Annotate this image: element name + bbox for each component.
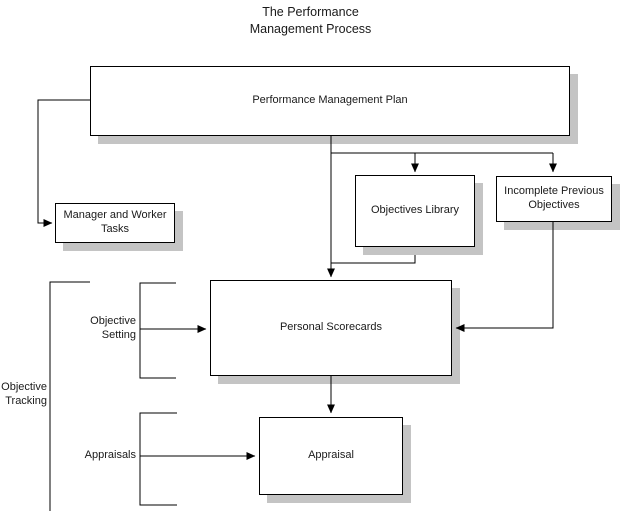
node-personal-scorecards-label: Personal Scorecards [279,321,383,334]
bracket-appraisals-label: Appraisals [84,449,136,461]
node-manager-and-worker-tasks-label: Manager and Worker Tasks [63,209,166,237]
edge-objectives-library-to-trunk [331,255,416,264]
node-performance-management-plan[interactable]: Performance Management Plan [90,66,570,136]
node-performance-management-plan-label: Performance Management Plan [252,94,408,107]
bracket-objective-tracking-line-1: Objective [1,381,47,393]
bracket-objective-setting-outline [139,282,176,379]
node-appraisal[interactable]: Appraisal [259,417,403,495]
bracket-objective-setting-line-2: Setting [101,328,136,341]
bracket-label-objective-tracking: Objective Tracking [0,381,49,409]
node-incomplete-previous-objectives-label: Incomplete Previous Objectives [504,185,604,213]
node-manager-tasks-line-1: Manager and Worker [63,209,167,222]
node-manager-and-worker-tasks[interactable]: Manager and Worker Tasks [55,203,175,243]
node-incomplete-previous-objectives[interactable]: Incomplete Previous Objectives [496,176,612,222]
bracket-objective-setting-line-1: Objective [90,315,136,327]
node-incomplete-previous-line-2: Objectives [528,199,580,211]
bracket-label-appraisals: Appraisals [70,449,139,463]
node-objectives-library-label: Objectives Library [370,204,460,217]
node-personal-scorecards[interactable]: Personal Scorecards [210,280,452,376]
edge-incomplete-previous-to-personal-scorecards [455,222,554,332]
node-objectives-library[interactable]: Objectives Library [355,175,475,247]
page-title: The Performance Management Process [0,4,621,38]
bracket-objective-tracking-line-2: Tracking [5,394,47,407]
bracket-appraisals-outline [139,412,177,506]
node-manager-tasks-line-2: Tasks [100,223,130,235]
page-title-line-1: The Performance [262,5,359,19]
edge-plan-to-manager-tasks [37,99,90,227]
bracket-label-objective-setting: Objective Setting [70,315,139,343]
bracket-objective-tracking-outline [49,281,90,511]
node-incomplete-previous-line-1: Incomplete Previous [504,185,604,198]
node-appraisal-label: Appraisal [308,449,354,462]
page-title-line-2: Management Process [249,21,372,36]
